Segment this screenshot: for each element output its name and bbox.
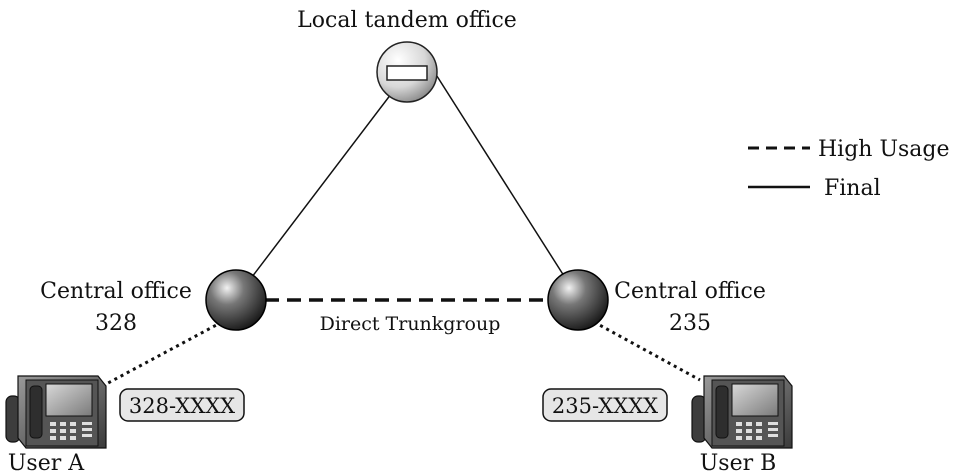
access-line-b	[593, 320, 701, 382]
user-a-label: User A	[8, 451, 85, 476]
central-office-a-label: Central office	[40, 279, 192, 304]
central-office-b-number: 235	[669, 311, 711, 336]
user-b-number-badge: 235-XXXX	[542, 388, 668, 422]
tandem-office-node	[376, 41, 438, 103]
user-a-phone-icon	[5, 375, 107, 449]
user-a-number-badge: 328-XXXX	[119, 388, 245, 422]
final-link-right	[434, 72, 579, 299]
access-line-a	[94, 320, 223, 392]
legend: High Usage Final	[748, 137, 950, 201]
legend-high-usage-label: High Usage	[818, 137, 950, 162]
central-office-235-node	[547, 269, 609, 331]
final-link-left	[235, 72, 408, 299]
central-office-328-node	[205, 269, 267, 331]
user-b-phone-icon	[691, 375, 793, 449]
legend-final-label: Final	[824, 176, 881, 201]
central-office-b-label: Central office	[614, 279, 766, 304]
user-b-number-text: 235-XXXX	[552, 394, 658, 418]
user-a-number-text: 328-XXXX	[129, 394, 235, 418]
tandem-office-label: Local tandem office	[297, 8, 517, 33]
direct-trunk-label: Direct Trunkgroup	[320, 313, 501, 335]
user-b-label: User B	[700, 451, 777, 476]
central-office-a-number: 328	[95, 311, 137, 336]
